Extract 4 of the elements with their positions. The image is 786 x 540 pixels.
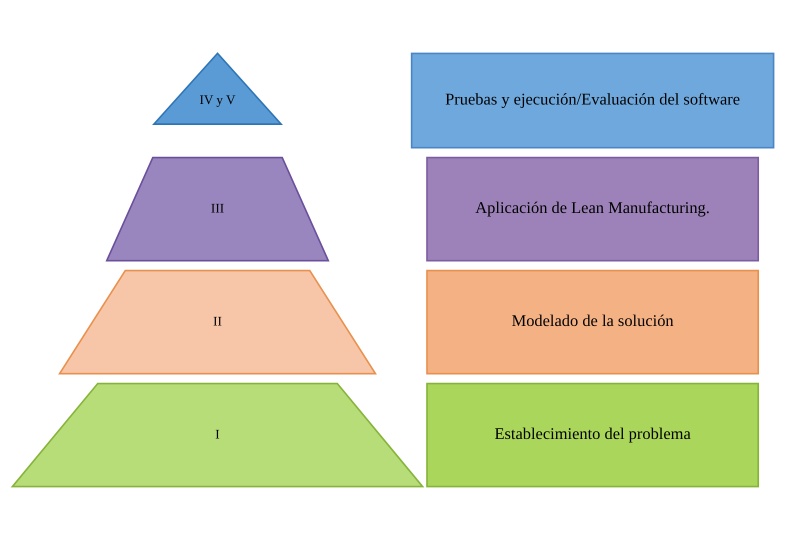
node-box: Aplicación de Lean Manufacturing. [426,156,760,262]
node-box: Pruebas y ejecución/Evaluación del software [410,52,774,149]
node-box: Establecimiento del problema [426,382,760,488]
node-box: Modelado de la solución [426,270,760,374]
